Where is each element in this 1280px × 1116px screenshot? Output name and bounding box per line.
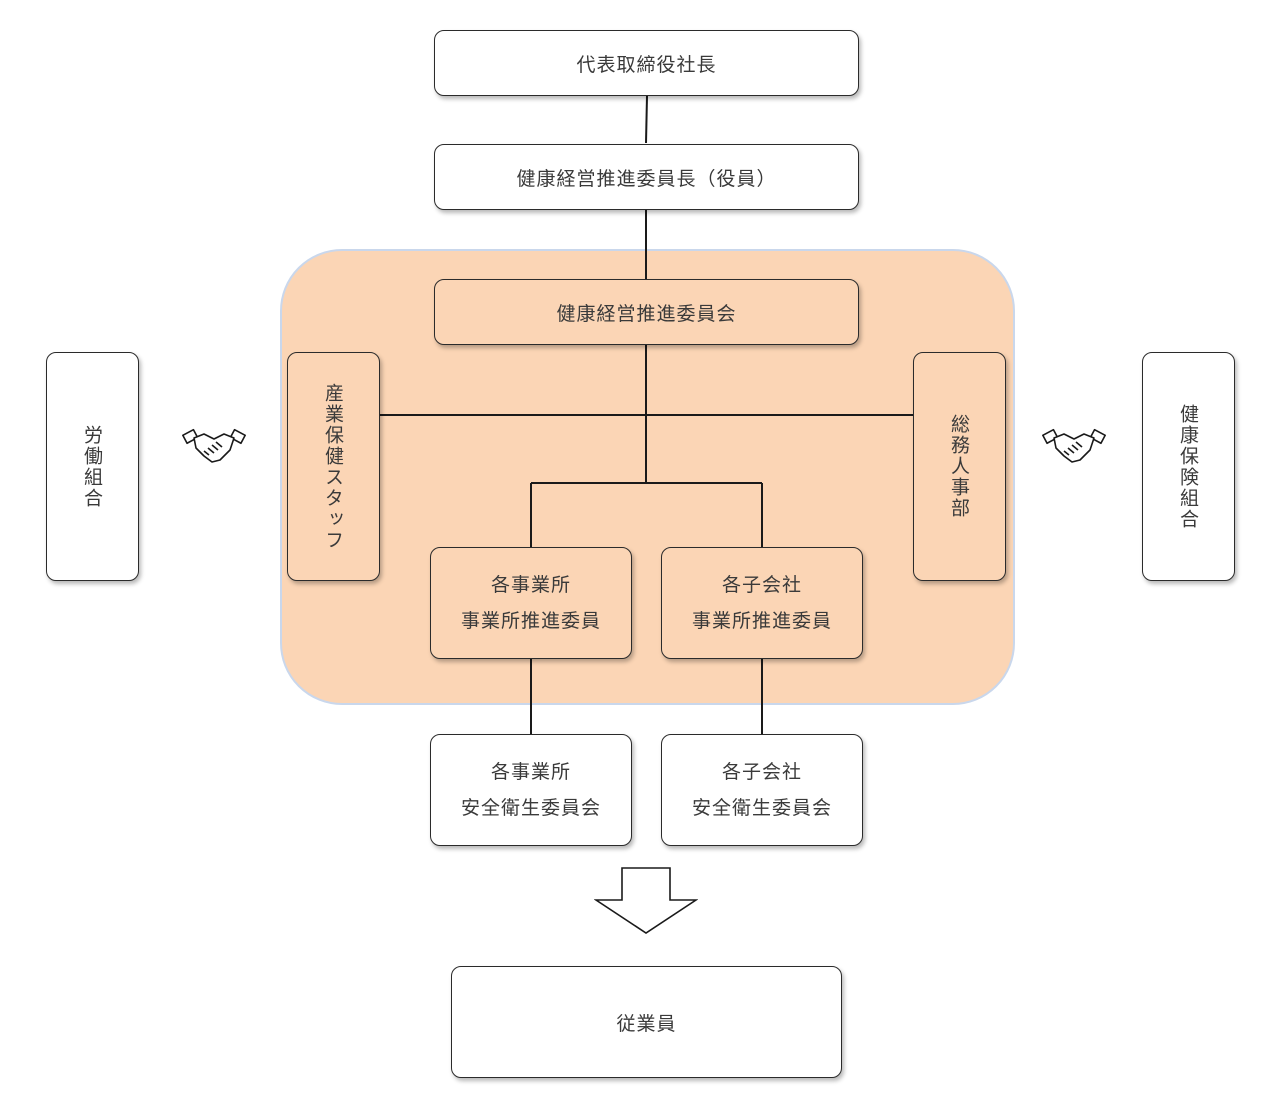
employees-box: 従業員 <box>451 966 842 1078</box>
office-safety-line2: 安全衛生委員会 <box>460 797 601 819</box>
committee-box: 健康経営推進委員会 <box>434 279 859 345</box>
subsidiary-promoter-line1: 各子会社 <box>721 574 802 596</box>
office-safety-line1: 各事業所 <box>490 761 571 783</box>
general-hr-box: 総務人事部 <box>913 352 1006 581</box>
committee-chair-box: 健康経営推進委員長（役員） <box>434 144 859 210</box>
handshake-icon <box>182 428 246 463</box>
down-arrow-icon <box>594 867 698 934</box>
labor-union-box: 労働組合 <box>46 352 139 581</box>
office-safety-box: 各事業所 安全衛生委員会 <box>430 734 632 846</box>
health-staff-box: 産業保健スタッフ <box>287 352 380 581</box>
subsidiary-safety-box: 各子会社 安全衛生委員会 <box>661 734 863 846</box>
office-promoter-line1: 各事業所 <box>490 574 571 596</box>
office-promoter-line2: 事業所推進委員 <box>460 610 601 632</box>
office-promoter-box: 各事業所 事業所推進委員 <box>430 547 632 659</box>
subsidiary-safety-line1: 各子会社 <box>721 761 802 783</box>
health-insurance-union-box: 健康保険組合 <box>1142 352 1235 581</box>
handshake-icon <box>1042 428 1106 463</box>
line-president-chair <box>645 95 648 144</box>
subsidiary-promoter-box: 各子会社 事業所推進委員 <box>661 547 863 659</box>
subsidiary-promoter-line2: 事業所推進委員 <box>691 610 832 632</box>
president-box: 代表取締役社長 <box>434 30 859 96</box>
subsidiary-safety-line2: 安全衛生委員会 <box>691 797 832 819</box>
